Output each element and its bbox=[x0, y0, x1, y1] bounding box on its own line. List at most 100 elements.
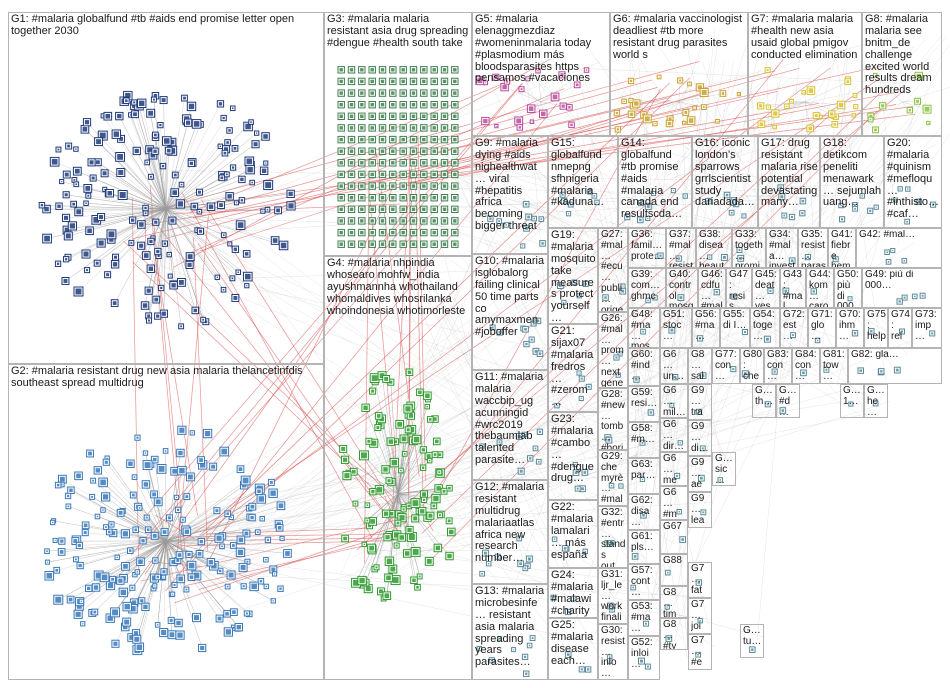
group-label: G… th… bbox=[755, 386, 774, 408]
group-label: G43: #mal… dr… bbox=[783, 270, 804, 308]
group-box-g28: G28: #new… tomb… #bori… bbox=[598, 388, 628, 450]
group-label: G18: detikcom peneliti menawark… sejumla… bbox=[823, 138, 882, 209]
group-box-g26: G26: #mal… prom… next gene… end… bbox=[598, 312, 628, 388]
group-label: G19: #malaria mosquito take measures pro… bbox=[551, 230, 596, 324]
group-label: G59: resi… bbox=[631, 388, 658, 410]
group-label: G80: che… bbox=[743, 350, 762, 384]
group-label: G33: togeth… promi… bbox=[735, 230, 764, 268]
group-box-s17: G7… joi… bbox=[688, 598, 712, 634]
group-box-g71: G71: glo… bbox=[808, 308, 836, 348]
group-box-g70: G70: ihm… bbox=[836, 308, 864, 348]
group-box-g58: G58: #m… bbox=[628, 422, 660, 458]
group-box-g50: G50: più di 000… bbox=[834, 268, 862, 308]
group-label: G6… un… bbox=[663, 350, 686, 382]
group-box-s09: G6… dir… bbox=[660, 418, 688, 452]
group-box-g41: G41: fiebre hemo… bbox=[828, 228, 856, 268]
group-label: G6… me… bbox=[663, 454, 686, 486]
group-box-g31: G31: ljr_le… work finali… bbox=[598, 568, 628, 624]
group-box-g42: G42: #mal… bbox=[856, 228, 942, 268]
group-box-s15: G9… lea… bbox=[688, 492, 712, 528]
group-box-s13: G9… ae… bbox=[688, 456, 712, 492]
group-label: G77: con… bbox=[715, 350, 738, 382]
group-box-g72: G72: est… bbox=[780, 308, 808, 348]
group-label: G21: sijax07 #malaria fredros… #zerom… bbox=[551, 326, 596, 409]
group-label: G30: resist… inlo… bbox=[601, 626, 626, 680]
group-label: G46: cdfu… #mal… bbox=[701, 270, 724, 308]
group-box-g74: G74: rel… bbox=[888, 308, 912, 348]
group-box-g44: G44: kom… caro… bbox=[806, 268, 834, 308]
group-label: G15: globalfund nmepng sfhnigeria #malar… bbox=[551, 138, 616, 209]
group-box-g51: G51: stoc… bbox=[660, 308, 692, 348]
group-box-s19: G8… #ty… bbox=[660, 618, 688, 650]
group-box-g60: G60: #ind… bbox=[628, 348, 660, 386]
group-box-g29: G29: che myrè… #mal… bbox=[598, 450, 628, 506]
group-label: G38: disea… beaut… bbox=[699, 230, 730, 268]
group-box-s03: G6… mil… bbox=[660, 384, 688, 418]
group-box-g36: G36: famil… prote… bbox=[628, 228, 666, 268]
group-box-s11: G6… me… bbox=[660, 452, 688, 486]
group-label: G… sic… bbox=[715, 454, 734, 486]
group-label: G… he… bbox=[867, 386, 886, 418]
group-label: G67 bbox=[663, 522, 686, 533]
group-label: G51: stoc… bbox=[663, 310, 690, 342]
group-label: G12: #malaria resistant multidrug malari… bbox=[475, 482, 546, 565]
group-box-g46: G46: cdfu… #mal… bbox=[698, 268, 726, 308]
group-label: G88 bbox=[663, 556, 686, 567]
group-label: G45: deat… yes… bbox=[755, 270, 778, 308]
group-box-g1: G1: #malaria globalfund #tb #aids end pr… bbox=[8, 12, 324, 364]
group-box-g5: G5: #malaria elenaggmezdiaz #womeninmala… bbox=[472, 12, 610, 136]
group-box-g20: G20: #malaria #quinism #mefloqu… #inthis… bbox=[884, 136, 942, 228]
group-label: G6… #m… bbox=[663, 488, 686, 520]
group-label: G75: help bbox=[867, 310, 886, 342]
group-box-s06: G… #d… bbox=[776, 384, 800, 418]
group-label: G48: #ma… mos… bbox=[631, 310, 658, 348]
group-box-g19: G19: #malaria mosquito take measures pro… bbox=[548, 228, 598, 324]
group-label: G7: #malaria malaria #health new asia us… bbox=[751, 14, 860, 62]
group-label: G71: glo… bbox=[811, 310, 834, 342]
group-label: G1: #malaria globalfund #tb #aids end pr… bbox=[11, 14, 322, 38]
group-box-g55: G55: di I… bbox=[720, 308, 750, 348]
group-label: G29: che myrè… #mal… bbox=[601, 452, 626, 506]
group-label: G2: #malaria resistant drug new asia mal… bbox=[11, 366, 322, 390]
group-label: G31: ljr_le… work finali… bbox=[601, 570, 626, 624]
group-box-s02: G8… sal… bbox=[688, 348, 712, 384]
group-box-g24: G24: #malaria #malawi #charity #africa… bbox=[548, 568, 598, 618]
group-box-s04: G9… tra… bbox=[688, 384, 712, 420]
group-box-g18: G18: detikcom peneliti menawark… sejumla… bbox=[820, 136, 884, 228]
group-label: G… tu… bbox=[743, 626, 762, 648]
group-label: G63: par… bbox=[631, 460, 658, 482]
group-box-s08: G… he… bbox=[864, 384, 888, 418]
group-label: G56: #ma… bbox=[695, 310, 718, 342]
group-label: G44: kom… caro… bbox=[809, 270, 832, 308]
group-label: G27: #mal… #ecu… publi… orige… paras… bbox=[601, 230, 626, 312]
group-label: G… 1… bbox=[843, 386, 862, 408]
group-box-g7: G7: #malaria malaria #health new asia us… bbox=[748, 12, 862, 136]
group-box-g10: G10: #malaria isglobalorg failing clinic… bbox=[472, 254, 548, 370]
group-label: G6… dir… bbox=[663, 420, 686, 452]
group-box-g6: G6: #malaria vaccinologist deadliest #tb… bbox=[610, 12, 748, 136]
group-label: G72: est… bbox=[783, 310, 806, 342]
group-box-s14: G6… #m… bbox=[660, 486, 688, 520]
group-label: G60: #ind… bbox=[631, 350, 658, 382]
group-box-g13: G13: #malaria microbesinfe… resistant as… bbox=[472, 584, 548, 680]
group-box-g57: G57: cont… bbox=[628, 564, 660, 600]
group-box-g75: G75: help bbox=[864, 308, 888, 348]
group-box-g16: G16: iconic london's sparrows grrlscient… bbox=[692, 136, 758, 228]
group-label: G8… sal… bbox=[691, 350, 710, 384]
group-label: G81: tow… bbox=[823, 350, 846, 382]
group-box-g4: G4: #malaria nhpindia whosearo mohfw_ind… bbox=[324, 256, 472, 680]
group-label: G49: più di 000… bbox=[865, 270, 940, 292]
group-box-g81: G81: tow… bbox=[820, 348, 848, 384]
group-label: G57: cont… bbox=[631, 566, 658, 598]
group-label: G37: #mal… resist… bbox=[669, 230, 694, 268]
group-label: G26: #mal… prom… next gene… end… bbox=[601, 314, 626, 388]
group-box-s20: G7… #e… bbox=[688, 634, 712, 670]
group-box-g49: G49: più di 000… bbox=[862, 268, 942, 308]
group-label: G62: disa… bbox=[631, 496, 658, 528]
group-box-g33: G33: togeth… promi… bbox=[732, 228, 766, 268]
group-box-g77: G77: con… bbox=[712, 348, 740, 384]
group-box-g40: G40: control mosq… bbox=[666, 268, 698, 308]
group-label: G9: #malaria dying #aids nighealthwat… v… bbox=[475, 138, 546, 233]
group-label: G61: pls… bbox=[631, 532, 658, 554]
